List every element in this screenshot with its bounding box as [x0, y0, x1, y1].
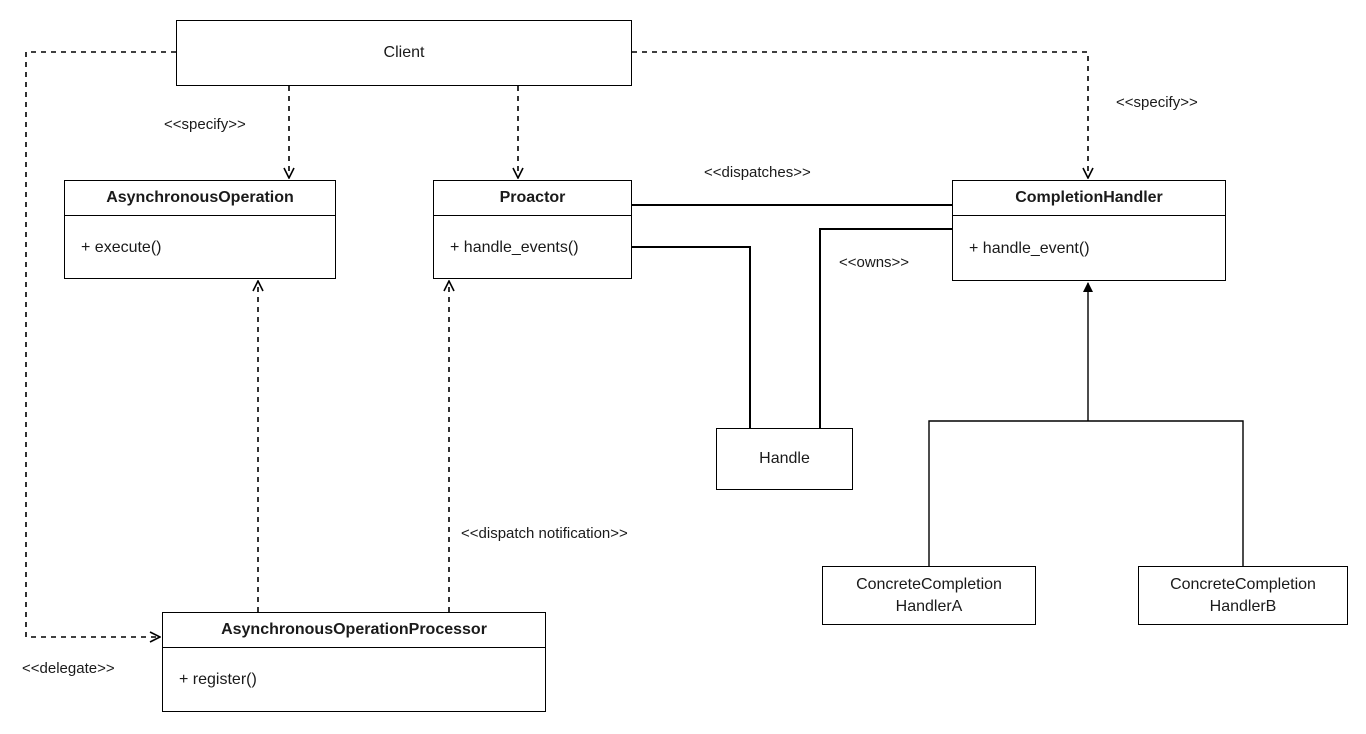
handle-node[interactable]: Handle	[716, 428, 853, 490]
class-name: AsynchronousOperation	[65, 181, 335, 216]
concrete-handler-a-node[interactable]: ConcreteCompletion HandlerA	[822, 566, 1036, 625]
class-name: CompletionHandler	[953, 181, 1225, 216]
edge-inheritance-a	[928, 420, 1088, 566]
delegate-label: <<delegate>>	[22, 660, 115, 677]
concrete-b-line2: HandlerB	[1209, 597, 1277, 615]
specify-label-right: <<specify>>	[1116, 94, 1198, 111]
class-name: AsynchronousOperationProcessor	[163, 613, 545, 648]
class-method: + handle_events()	[450, 238, 579, 256]
dispatch-notification-label: <<dispatch notification>>	[461, 525, 628, 542]
class-method: + handle_event()	[969, 239, 1090, 257]
class-method: + register()	[179, 671, 257, 688]
edge-proactor-handle	[632, 246, 751, 428]
async-operation-processor-class[interactable]: AsynchronousOperationProcessor + registe…	[162, 612, 546, 712]
handle-label: Handle	[759, 450, 810, 467]
owns-label: <<owns>>	[839, 254, 910, 271]
client-node[interactable]: Client	[176, 20, 632, 86]
client-label: Client	[383, 44, 425, 61]
proactor-class[interactable]: Proactor + handle_events()	[433, 180, 632, 279]
class-method: + execute()	[81, 238, 162, 256]
dispatches-label: <<dispatches>>	[704, 164, 811, 181]
completion-handler-class[interactable]: CompletionHandler + handle_event()	[952, 180, 1226, 281]
edge-completion-handler-handle	[819, 228, 952, 428]
specify-label-left: <<specify>>	[164, 116, 246, 133]
concrete-b-line1: ConcreteCompletion	[1170, 575, 1316, 593]
edge-client-to-processor	[25, 51, 176, 637]
class-name: Proactor	[434, 181, 631, 216]
edge-inheritance-b	[1088, 420, 1244, 566]
concrete-handler-b-node[interactable]: ConcreteCompletion HandlerB	[1138, 566, 1348, 625]
async-operation-class[interactable]: AsynchronousOperation + execute()	[64, 180, 336, 279]
concrete-a-line1: ConcreteCompletion	[856, 575, 1002, 593]
concrete-a-line2: HandlerA	[895, 597, 963, 615]
edge-client-to-completion-handler	[632, 51, 1088, 178]
